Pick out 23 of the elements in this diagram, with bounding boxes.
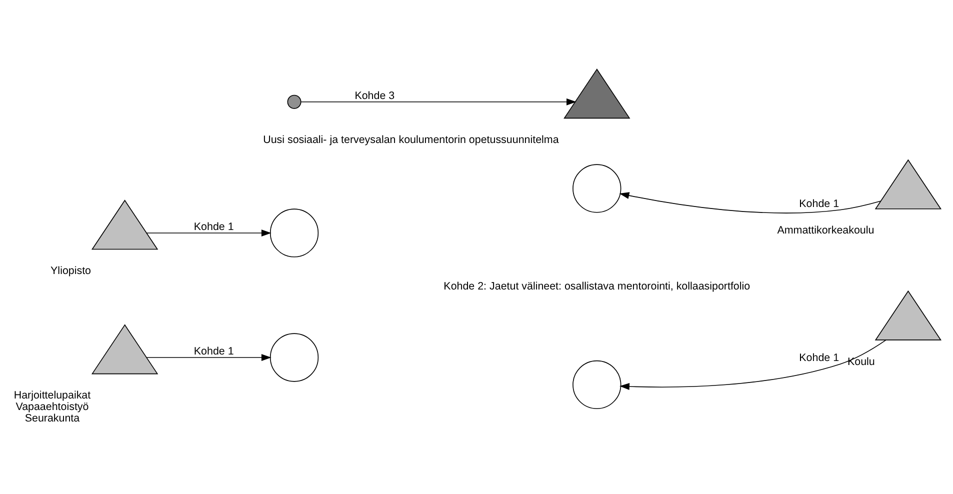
edge-label: Kohde 1 [799, 198, 840, 210]
node-circle [572, 360, 622, 410]
node-label: Vapaaehtoistyö [16, 401, 89, 414]
arrow [300, 98, 576, 106]
arrow [146, 354, 272, 361]
node-label: Seurakunta [24, 412, 80, 425]
edge-label: Kohde 1 [194, 346, 234, 358]
node-circle [287, 94, 302, 109]
arrow [619, 192, 881, 214]
edge-label: Kohde 3 [354, 90, 395, 102]
edge-label: Kohde 1 [799, 352, 840, 364]
arrow [620, 340, 886, 390]
arrow [146, 230, 272, 236]
node-circle [270, 208, 319, 258]
node-label: Harjoittelupaikat [14, 390, 91, 402]
node-label: Uusi sosiaali- ja terveysalan koulumentorin opetussuunnitelma [263, 134, 559, 146]
node-label: Koulu [847, 356, 875, 368]
node-label: Yliopisto [50, 265, 92, 278]
label: Kohde 2: Jaetut välineet: osallistava mentorointi, kollaasiportfolio [444, 280, 750, 292]
node-circle [572, 164, 622, 213]
node-label: Ammattikorkeakoulu [777, 224, 874, 237]
node-circle [270, 333, 319, 382]
edge-label: Kohde 1 [194, 221, 234, 234]
